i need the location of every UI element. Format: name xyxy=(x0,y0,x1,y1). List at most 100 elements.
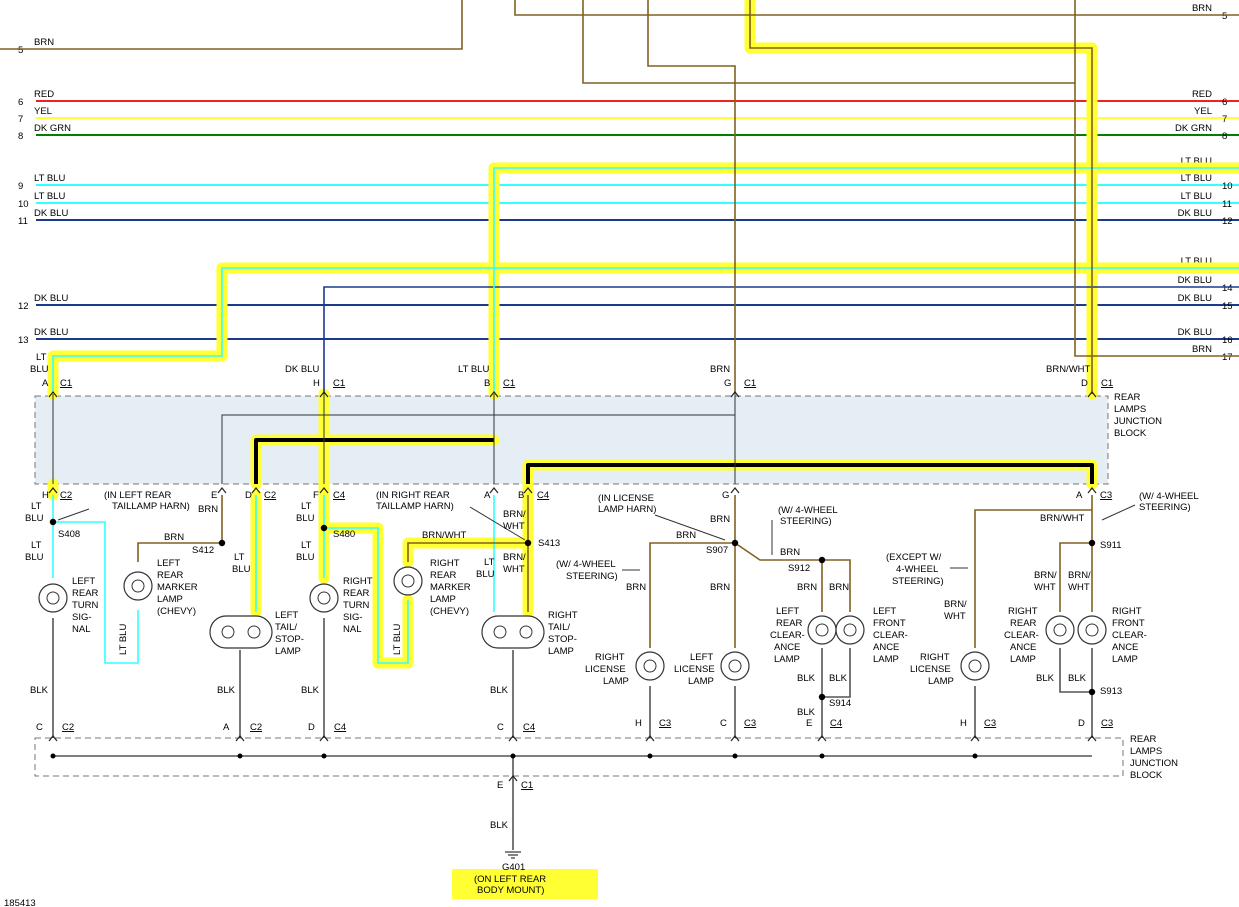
ground-location: BODY MOUNT) xyxy=(477,885,544,896)
lamp-label: REAR xyxy=(72,588,99,599)
ground-pin-label: H xyxy=(960,718,967,729)
connector-marker xyxy=(523,487,533,494)
right-tail-stop-lamp xyxy=(481,615,545,649)
bus-right-number: 5 xyxy=(1222,11,1227,22)
bus-right-label: BRN xyxy=(1192,344,1212,355)
note-4ws: STEERING) xyxy=(1139,502,1191,513)
ground-conn-label: C4 xyxy=(830,718,842,729)
connector-marker xyxy=(1087,735,1097,742)
lamp-label: LAMP xyxy=(928,676,954,687)
ground-pin-label: H xyxy=(635,718,642,729)
note-except: STEERING) xyxy=(892,576,944,587)
wire-label: BLK xyxy=(797,673,816,684)
figure-id: 185413 xyxy=(4,898,36,907)
bus-right-label: DK BLU xyxy=(1178,293,1212,304)
ground-bus-dot xyxy=(647,753,653,759)
c1-wire-label: BLU xyxy=(30,364,49,375)
circuit-wire xyxy=(974,509,1092,648)
out-pin-label: D xyxy=(245,490,252,501)
wire-label: WHT xyxy=(1034,582,1056,593)
note-4ws: (W/ 4-WHEEL xyxy=(556,559,616,570)
wire-label: BRN/ xyxy=(944,599,967,610)
splice-label: S913 xyxy=(1100,686,1122,697)
wire-label: BRN xyxy=(676,530,696,541)
ground-pin-label: C xyxy=(720,718,727,729)
note-except: 4-WHEEL xyxy=(896,564,938,575)
lamp-label: LAMP xyxy=(157,594,183,605)
connector-marker xyxy=(508,775,518,782)
bus-right-number: 12 xyxy=(1222,216,1233,227)
circuit-wire xyxy=(52,495,139,664)
lamp-label: LICENSE xyxy=(674,664,715,675)
ground-pin-label: D xyxy=(308,722,315,733)
circuit-wire xyxy=(822,559,851,612)
wire-label: LT xyxy=(301,501,312,512)
connector-marker xyxy=(489,391,499,398)
wire-label: BRN/ xyxy=(1034,570,1057,581)
c1-connector-label: C1 xyxy=(503,378,515,389)
splice-s914 xyxy=(818,693,826,701)
circuit-wire xyxy=(734,542,823,612)
wire-label: BRN xyxy=(626,582,646,593)
wire-label: BRN/WHT xyxy=(422,530,467,541)
circuit-wire xyxy=(324,527,409,664)
bus-right-number: 17 xyxy=(1222,352,1233,363)
c1-wire-label: LT xyxy=(36,352,47,363)
wire-label: BRN xyxy=(780,547,800,558)
lamps xyxy=(38,566,1107,681)
bus-left-label: DK BLU xyxy=(34,327,68,338)
lamp-label: ANCE xyxy=(1010,642,1036,653)
wire-label: BLK xyxy=(1068,673,1087,684)
lamp-label: RIGHT xyxy=(1112,606,1142,617)
out-pin-label: B xyxy=(518,490,524,501)
bus-left-number: 11 xyxy=(18,216,28,227)
bus-right-label: LT BLU xyxy=(1181,256,1212,267)
lamp-label: TAIL/ xyxy=(275,622,297,633)
left-rear-turn-lamp xyxy=(38,583,68,613)
left-rear-marker-lamp xyxy=(123,571,153,601)
out-conn-label: C4 xyxy=(537,490,549,501)
lamp-label: ANCE xyxy=(1112,642,1138,653)
splice-s913 xyxy=(1088,688,1096,696)
connector-marker xyxy=(251,487,261,494)
wire-label: BRN xyxy=(164,532,184,543)
connector-marker xyxy=(235,735,245,742)
circuit-wire xyxy=(582,0,1075,84)
lamp-label: ANCE xyxy=(774,642,800,653)
ground-conn-label: C4 xyxy=(334,722,346,733)
wire-label: WHT xyxy=(944,611,966,622)
wire-label: WHT xyxy=(503,564,525,575)
wire-label: LT xyxy=(484,557,495,568)
lamp-label: LAMP xyxy=(1010,654,1036,665)
c1-wire-label: DK BLU xyxy=(285,364,319,375)
wire-label: BLK xyxy=(30,685,49,696)
bus-left-label: LT BLU xyxy=(34,191,65,202)
connector-marker xyxy=(48,735,58,742)
lamp-label: CLEAR- xyxy=(1004,630,1039,641)
wire-label: BLK xyxy=(829,673,848,684)
note-left-harn: TAILLAMP HARN) xyxy=(112,501,190,512)
splice-s412 xyxy=(218,539,226,547)
out-pin-label: A xyxy=(484,490,491,501)
lamp-label: CLEAR- xyxy=(770,630,805,641)
right-license-lamp xyxy=(635,651,665,681)
right-license-lamp-b xyxy=(960,651,990,681)
wire-label: WHT xyxy=(503,521,525,532)
bus-left-number: 10 xyxy=(18,199,29,210)
bus-left-label: YEL xyxy=(34,106,52,117)
ground-conn-label: C4 xyxy=(523,722,535,733)
note-4ws: (W/ 4-WHEEL xyxy=(778,505,838,516)
connector-marker xyxy=(48,391,58,398)
wire-label: BRN xyxy=(829,582,849,593)
bus-right-label: DK BLU xyxy=(1178,275,1212,286)
bus-right-number: 10 xyxy=(1222,181,1233,192)
ground-pin-label: A xyxy=(223,722,230,733)
ground-bus-dot xyxy=(321,753,327,759)
ground-pin-label: E xyxy=(806,718,812,729)
note-arrow xyxy=(654,514,726,541)
connector-marker xyxy=(1087,487,1097,494)
bus-right-label: LT BLU xyxy=(1181,156,1212,167)
bus-left-label: DK BLU xyxy=(34,293,68,304)
wire-label: BLU xyxy=(232,564,251,575)
